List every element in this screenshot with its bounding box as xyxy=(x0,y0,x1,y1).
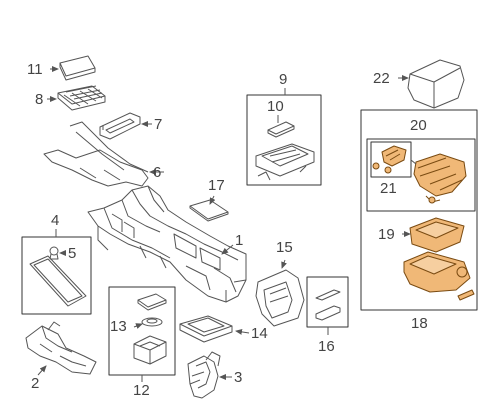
callout-1: 1 xyxy=(235,232,244,249)
callout-10: 10 xyxy=(267,98,284,115)
part-14-tray xyxy=(179,315,233,343)
callout-9: 9 xyxy=(279,71,288,88)
callout-15: 15 xyxy=(276,239,293,256)
part-5-screw xyxy=(49,246,59,260)
part-6-side-trim xyxy=(43,121,149,187)
callout-17: 17 xyxy=(208,177,225,194)
callout-12: 12 xyxy=(133,382,150,399)
callout-14: 14 xyxy=(251,325,268,342)
part-11-pad xyxy=(59,55,96,81)
callout-13: 13 xyxy=(110,318,127,335)
part-4-panel xyxy=(29,255,87,307)
callout-6: 6 xyxy=(153,164,162,181)
callout-21: 21 xyxy=(380,180,397,197)
part-19-insert xyxy=(409,217,465,253)
callout-18: 18 xyxy=(411,315,428,332)
part-2-bracket xyxy=(25,321,97,375)
group-box-16 xyxy=(306,276,349,328)
callout-8: 8 xyxy=(35,91,44,108)
callout-3: 3 xyxy=(234,369,243,386)
part-16-plate xyxy=(315,289,341,321)
part-18-bin xyxy=(403,251,475,301)
callout-11: 11 xyxy=(27,61,43,78)
callout-4: 4 xyxy=(51,212,60,229)
group-box-21 xyxy=(370,141,412,178)
part-17-mat xyxy=(189,199,229,222)
part-15-vent xyxy=(255,269,305,327)
group-box-20 xyxy=(366,138,476,212)
part-1-console xyxy=(87,185,247,303)
callout-19: 19 xyxy=(378,226,395,243)
part-8-tray xyxy=(57,85,106,111)
part-10-switch xyxy=(267,121,295,138)
part-20-hinge xyxy=(413,153,467,204)
part-22-lid xyxy=(407,59,465,109)
callout-5: 5 xyxy=(68,245,77,262)
part-13-ring xyxy=(141,317,163,327)
part-12-cover xyxy=(137,293,167,311)
group-box-9 xyxy=(246,94,322,186)
part-9-bezel xyxy=(255,143,315,181)
callout-22: 22 xyxy=(373,70,390,87)
callout-2: 2 xyxy=(31,375,40,392)
part-21-latch xyxy=(372,145,407,174)
callout-7: 7 xyxy=(154,116,163,133)
callout-20: 20 xyxy=(410,117,427,134)
part-12-cup xyxy=(133,335,167,365)
callout-16: 16 xyxy=(318,338,335,355)
part-7-trim xyxy=(99,112,141,140)
group-box-18 xyxy=(360,109,478,311)
part-3-bracket xyxy=(187,351,221,399)
